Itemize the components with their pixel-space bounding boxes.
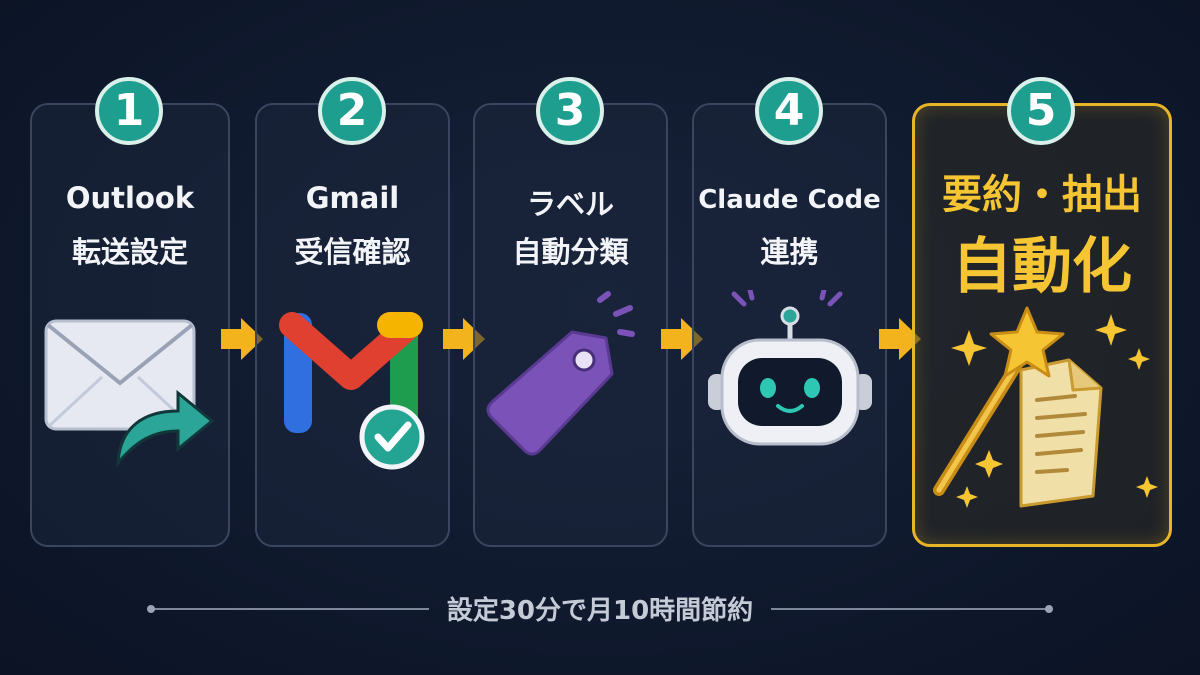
step-1-title: Outlook [65, 181, 195, 215]
step-2-subtitle: 受信確認 [294, 235, 411, 269]
step-1-badge: 1 [95, 77, 163, 145]
step-4-badge: 4 [755, 77, 823, 145]
envelope-forward-icon [44, 319, 215, 468]
footer: 設定30分で月10時間節約 [0, 590, 1200, 627]
footer-text: 設定30分で月10時間節約 [446, 596, 754, 626]
step-2-title: Gmail [305, 181, 400, 215]
step-3-badge: 3 [536, 77, 604, 145]
step-5-title: 要約・抽出 [942, 172, 1142, 218]
footer-rule-right [771, 604, 1054, 613]
footer-rule-left [146, 604, 429, 613]
step-5-subtitle: 自動化 [952, 232, 1132, 302]
step-1-subtitle: 転送設定 [71, 235, 188, 269]
gmail-check-icon [279, 312, 425, 470]
step-3-title: ラベル [526, 187, 614, 221]
step-4-title: Claude Code [698, 185, 881, 215]
arrow-3-to-4-icon [661, 318, 703, 360]
arrow-1-to-2-icon [221, 318, 263, 360]
robot-icon [708, 290, 872, 446]
tag-icon [486, 291, 635, 456]
step-card-3: ラベル 自動分類 [473, 103, 668, 547]
magic-wand-document-icon [933, 306, 1158, 508]
arrow-2-to-3-icon [443, 318, 485, 360]
step-5-badge: 5 [1007, 77, 1075, 145]
step-4-subtitle: 連携 [760, 235, 819, 269]
arrow-4-to-5-icon [879, 318, 921, 360]
step-3-subtitle: 自動分類 [512, 235, 629, 269]
step-2-badge: 2 [318, 77, 386, 145]
